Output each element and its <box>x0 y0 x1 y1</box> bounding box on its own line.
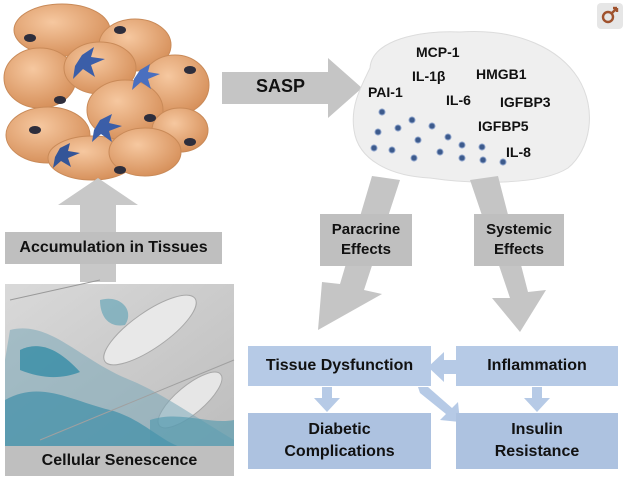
paracrine-line2: Effects <box>340 241 392 258</box>
sasp-cloud <box>352 31 590 183</box>
systemic-label: Systemic Effects <box>474 214 564 266</box>
diabetic-complications-box: Diabetic Complications <box>248 413 431 469</box>
insulin-resistance-box: Insulin Resistance <box>456 413 618 469</box>
tissue-dysfunction-box: Tissue Dysfunction <box>248 346 431 386</box>
systemic-line1: Systemic <box>486 220 552 238</box>
inflammation-box: Inflammation <box>456 346 618 386</box>
insulin-line1: Insulin <box>511 421 563 439</box>
paracrine-label: Paracrine Effects <box>320 214 412 266</box>
cytokine-hmgb1: HMGB1 <box>476 66 527 82</box>
diabetic-line1: Diabetic <box>308 421 371 439</box>
senescent-cell-cluster <box>3 3 210 181</box>
female-symbol-icon[interactable] <box>597 3 623 29</box>
accumulation-arrow <box>58 178 138 282</box>
cytokine-il6: IL-6 <box>446 92 471 108</box>
sasp-arrow <box>222 58 362 118</box>
cytokine-igfbp3: IGFBP3 <box>500 94 551 110</box>
cytokine-pai1: PAI-1 <box>368 84 403 100</box>
cytokine-il1b: IL-1β <box>412 68 446 84</box>
paracrine-line1: Paracrine <box>331 220 401 238</box>
cytokine-igfbp5: IGFBP5 <box>478 118 529 134</box>
insulin-line2: Resistance <box>494 443 580 460</box>
sasp-label: SASP <box>256 76 306 96</box>
inflammation-to-dysfunction-arrow <box>428 352 456 382</box>
inflammation-to-insulin-arrow <box>524 387 550 412</box>
systemic-line2: Effects <box>493 241 545 258</box>
cytokine-mcp1: MCP-1 <box>416 44 460 60</box>
sasp-dots <box>370 108 507 166</box>
diabetic-line2: Complications <box>284 443 395 460</box>
cytokine-il8: IL-8 <box>506 144 531 160</box>
senescence-micrograph <box>5 279 235 447</box>
senescence-label: Cellular Senescence <box>5 446 234 476</box>
dysfunction-to-insulin-arrow <box>418 387 460 422</box>
accumulation-label: Accumulation in Tissues <box>5 232 222 264</box>
female-symbol-glyph <box>601 6 619 24</box>
dysfunction-to-diabetic-arrow <box>314 387 340 412</box>
